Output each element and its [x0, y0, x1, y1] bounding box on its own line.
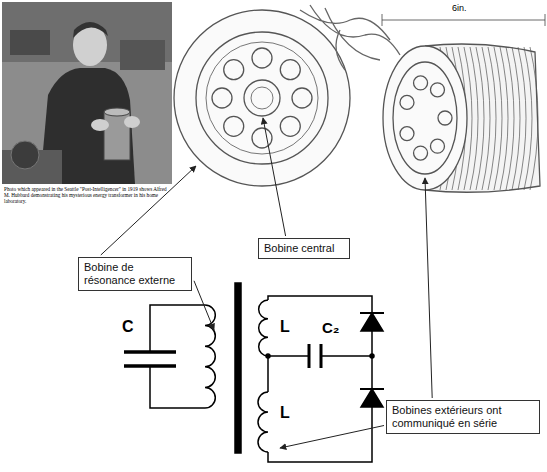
callout-box: Bobines extérieurs ont communiqué en sér… — [386, 400, 540, 434]
coil-winding — [500, 47, 508, 190]
photo-caption: Photo which appeared in the Seattle "Pos… — [4, 186, 170, 205]
callout-text: Bobine de résonance externe — [84, 261, 186, 287]
coil-hole — [252, 128, 272, 148]
leader-line — [425, 178, 432, 398]
coil-winding — [518, 47, 526, 190]
component-label: C — [122, 318, 134, 336]
coil-winding — [506, 47, 514, 190]
wire — [150, 305, 205, 408]
diode-symbol — [360, 313, 384, 331]
wire — [268, 296, 372, 462]
coil-hole — [224, 60, 244, 80]
coil-sketch — [174, 5, 545, 192]
leader-line — [263, 118, 286, 236]
coil-winding — [512, 47, 520, 190]
coil-winding — [488, 47, 496, 190]
component-label: C₂ — [322, 320, 340, 337]
schematic — [124, 283, 384, 462]
coil-hole — [438, 111, 452, 125]
coil-hole — [414, 146, 428, 160]
callout-text: Bobine central — [264, 242, 344, 255]
coil-symbol — [259, 300, 268, 356]
coil-winding — [470, 47, 478, 190]
capacitor-symbol — [309, 344, 321, 368]
coil-hole — [224, 116, 244, 136]
callout-box: Bobine de résonance externe — [78, 257, 192, 291]
leader-line — [194, 281, 214, 330]
callout-text: Bobines extérieurs ont communiqué en sér… — [392, 404, 534, 430]
capacitor-symbol — [124, 352, 176, 366]
coil-hole — [400, 95, 414, 109]
leader-line — [280, 426, 384, 449]
coil-symbol — [258, 392, 268, 452]
callout-box: Bobine central — [258, 238, 350, 259]
coil-hole — [212, 88, 232, 108]
coil-winding — [482, 47, 490, 190]
component-label: L — [280, 318, 290, 336]
coil-winding — [476, 47, 484, 190]
coil-hole — [292, 88, 312, 108]
coil-hole — [280, 60, 300, 80]
coil-winding — [530, 47, 538, 190]
coil-winding — [494, 47, 502, 190]
coil-hole — [430, 139, 444, 153]
coil-hole — [430, 83, 444, 97]
coil-hole — [252, 48, 272, 68]
transformer-core — [235, 283, 241, 453]
coil-hole — [280, 116, 300, 136]
photo — [2, 2, 172, 184]
component-label: L — [280, 404, 290, 422]
dimension-label: 6in. — [452, 4, 467, 14]
diode-symbol — [360, 389, 384, 407]
coil-winding — [524, 47, 532, 190]
coil-hole — [400, 127, 414, 141]
leader-line — [101, 166, 196, 255]
coil-hole — [414, 76, 428, 90]
